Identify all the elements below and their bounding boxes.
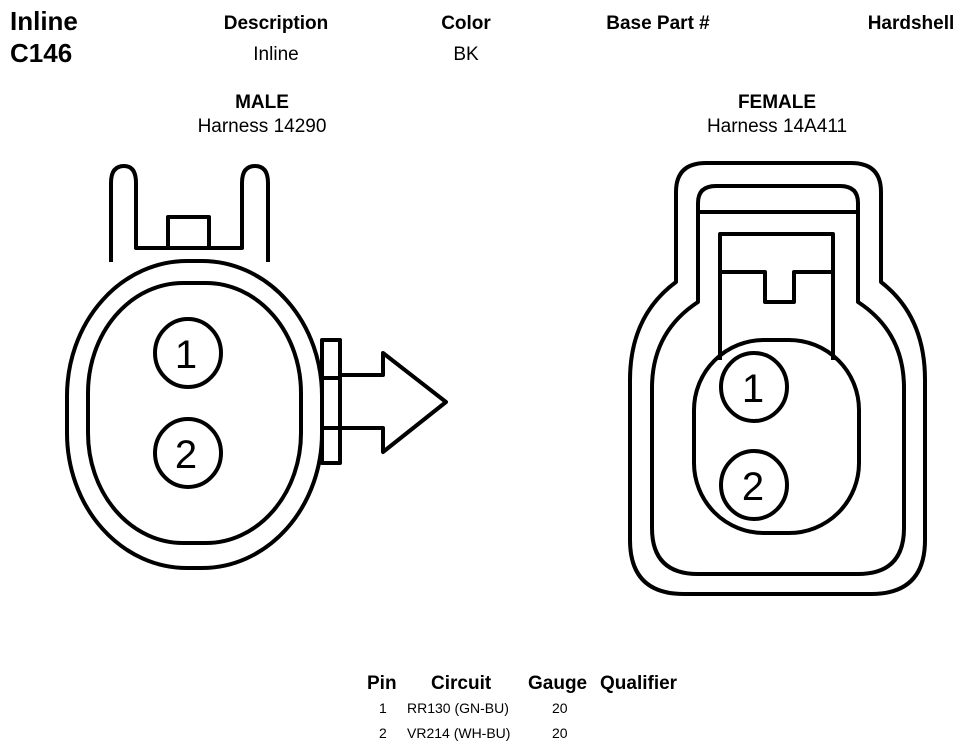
female-pin-label-1: 1 [742,367,764,411]
male-connector [65,164,448,570]
female-pin-label-2: 2 [742,465,764,509]
row-pin: 1 [379,700,387,716]
description-value: Inline [253,44,299,65]
hardshell-header: Hardshell [867,13,955,34]
male-pin-2 [153,417,223,489]
female-latch-notch [720,270,833,304]
male-key-tab [166,215,211,250]
female-latch-window [718,232,835,360]
connector-type: Inline [10,6,78,36]
female-connector [628,161,927,596]
female-pin-1 [719,351,789,423]
male-pin-1 [153,317,223,389]
female-pin-housing [692,338,861,535]
female-outer-shell [628,161,927,596]
male-outer-body [65,259,324,570]
male-pin-label-1: 1 [175,333,197,377]
male-side-lock-inner [320,376,342,430]
pin-table-header-qualifier: Qualifier [600,673,678,694]
color-header: Color [441,13,491,34]
female-title: FEMALE [737,92,817,113]
row-gauge: 20 [552,725,568,741]
pin-table-header-gauge: Gauge [528,673,588,694]
row-gauge: 20 [552,700,568,716]
pin-table-header-circuit: Circuit [431,673,492,694]
base-part-header: Base Part # [606,13,710,34]
row-circuit: VR214 (WH-BU) [407,725,511,741]
row-pin: 2 [379,725,387,741]
pin-table-header-pin: Pin [367,673,397,694]
direction-arrow-icon [340,351,448,454]
row-circuit: RR130 (GN-BU) [407,700,509,716]
male-side-lock [320,338,342,465]
description-header: Description [223,13,329,34]
female-inner-shell [650,184,906,576]
female-harness: Harness 14A411 [706,116,848,137]
male-harness: Harness 14290 [197,116,327,137]
connector-id: C146 [10,38,73,68]
male-title: MALE [235,92,289,113]
color-value: BK [453,44,479,65]
female-pin-2 [719,449,789,521]
male-inner-body [86,281,303,545]
male-pin-label-2: 2 [175,433,197,477]
